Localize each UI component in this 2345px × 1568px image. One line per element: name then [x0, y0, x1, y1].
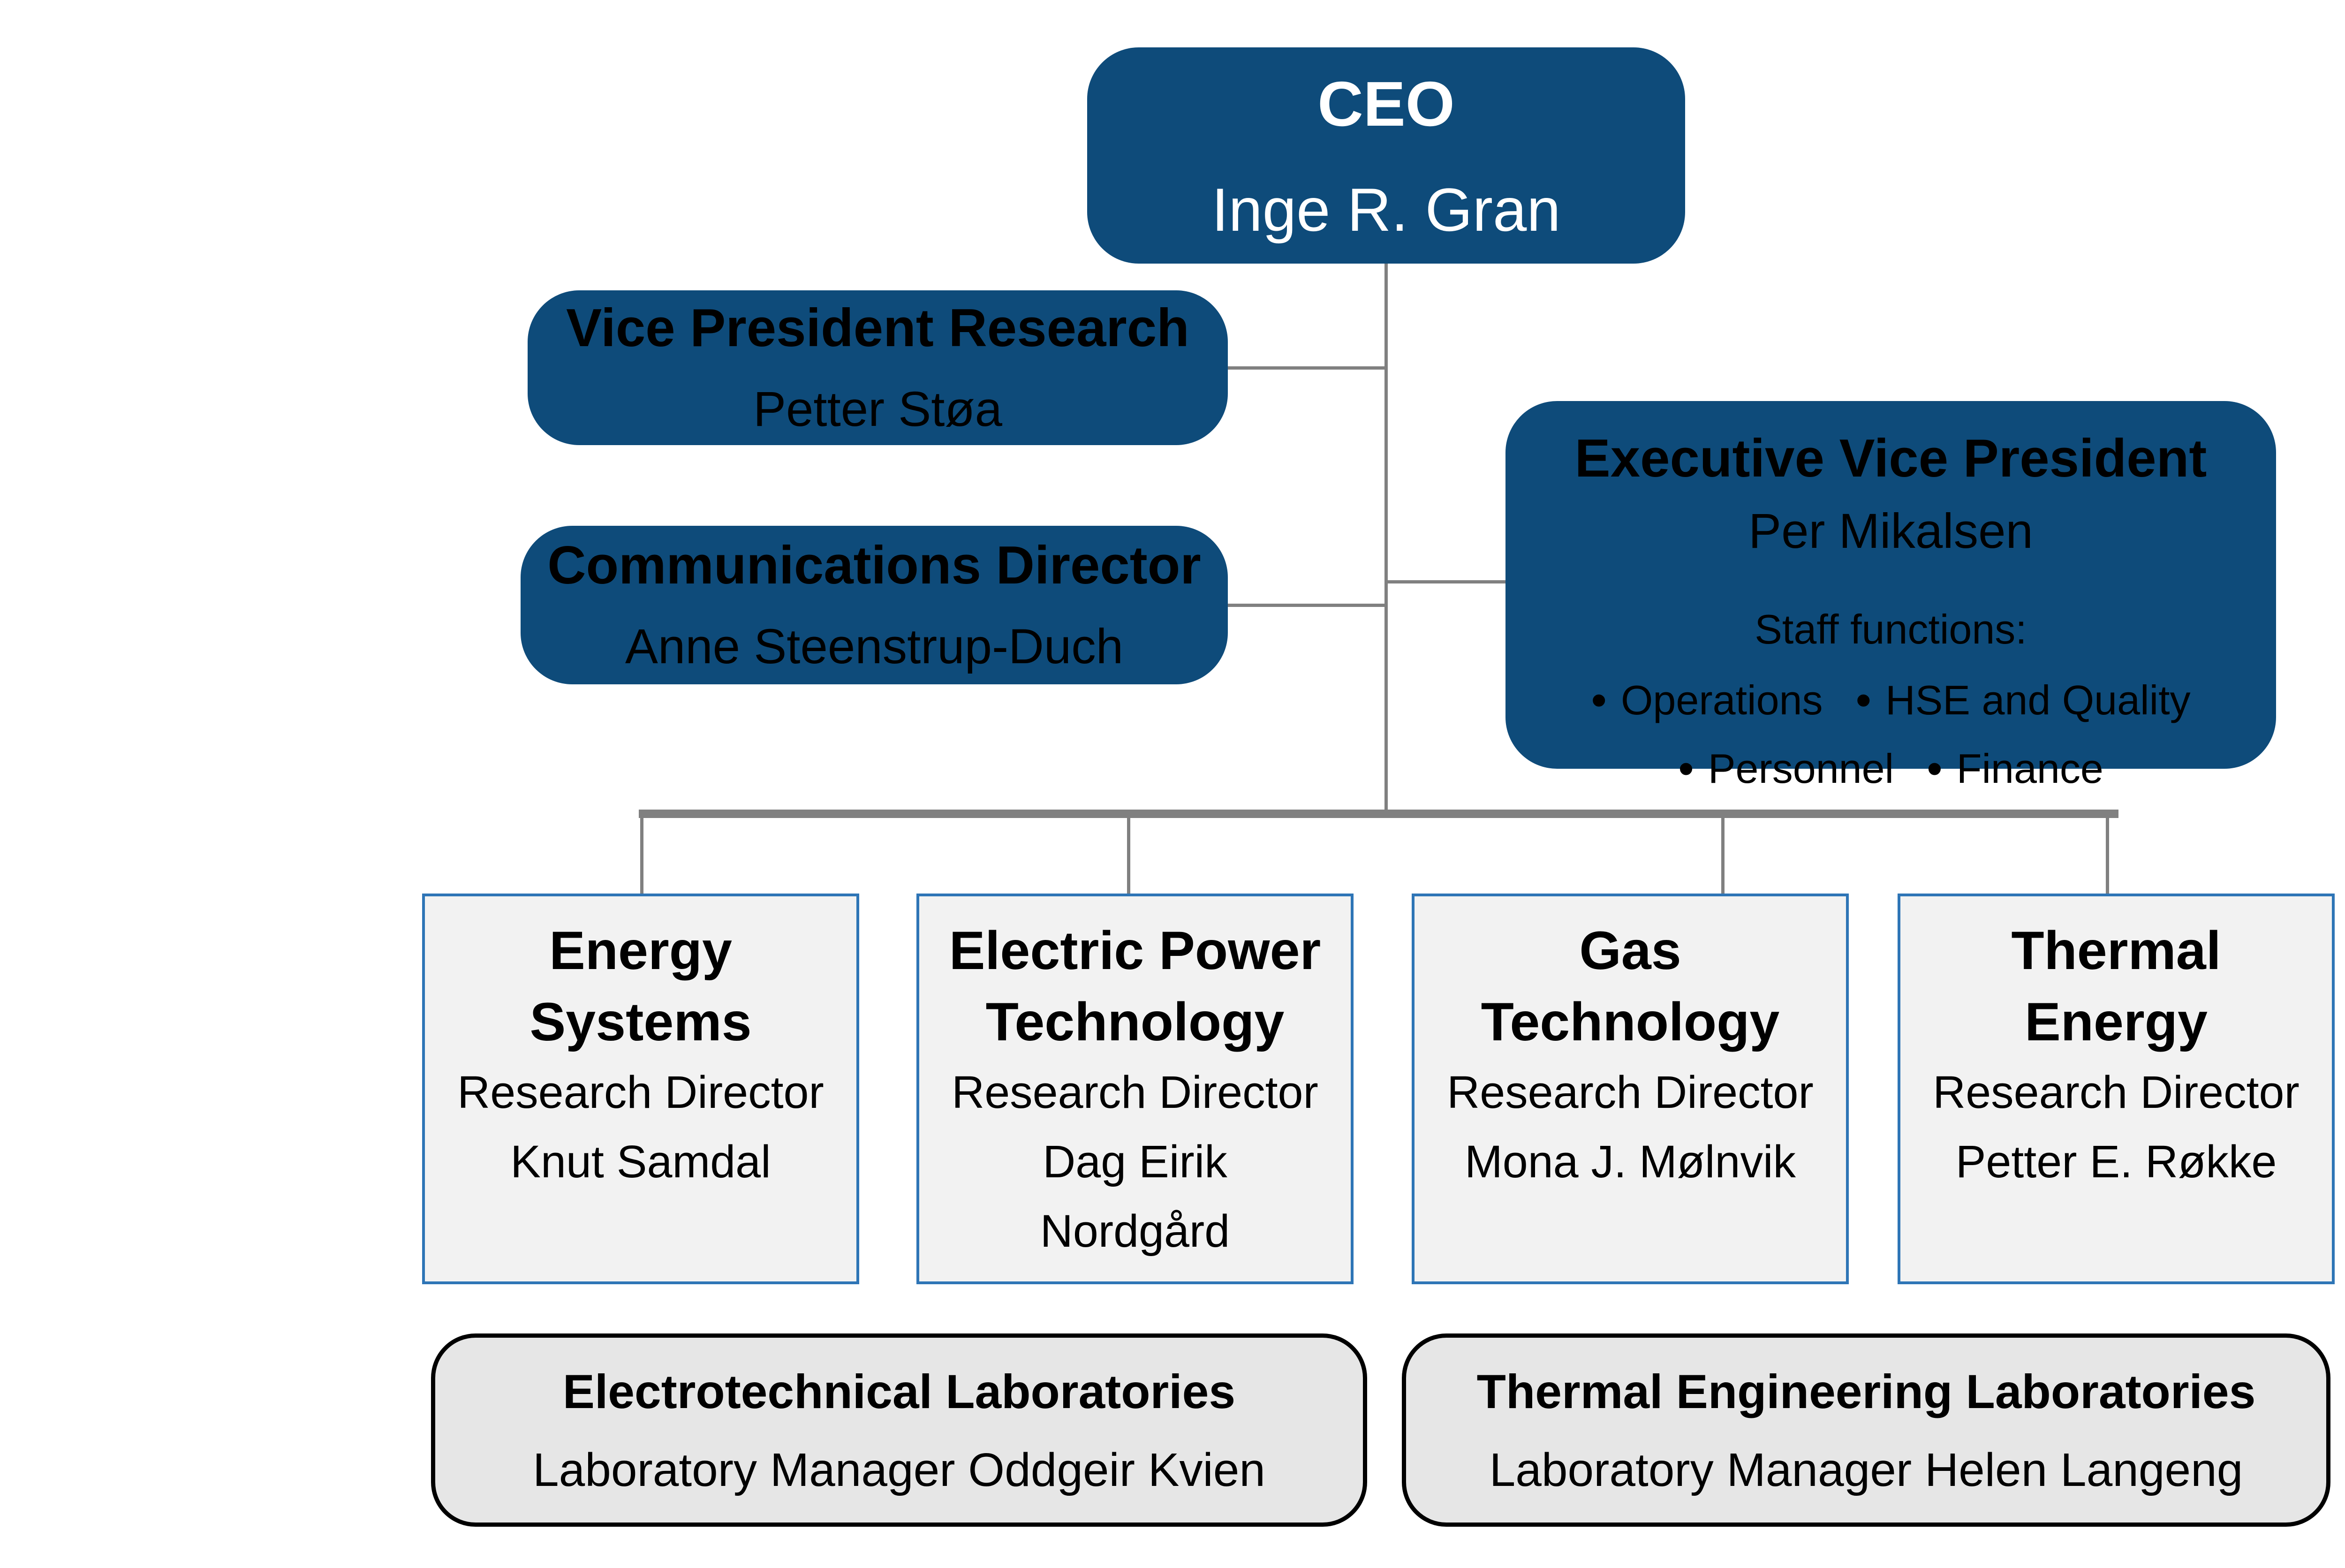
- staff-item-hse-quality: • HSE and Quality: [1855, 677, 2190, 724]
- connector-communications: [1228, 604, 1387, 607]
- bullet-icon: •: [1678, 743, 1694, 794]
- dept-thermal-energy-role: Research Director: [1933, 1067, 2300, 1118]
- connector-drop-thermal-energy: [2106, 818, 2109, 894]
- evp-staff-row-2: • Personnel • Finance: [1678, 745, 2103, 792]
- lab-thermal-engineering-manager: Laboratory Manager Helen Langeng: [1489, 1443, 2243, 1496]
- connector-evp: [1386, 580, 1505, 583]
- dept-thermal-energy-name: Petter E. Røkke: [1955, 1136, 2277, 1187]
- bullet-icon: •: [1591, 675, 1607, 725]
- bullet-icon: •: [1855, 675, 1872, 725]
- dept-gas-technology-name: Mona J. Mølnvik: [1464, 1136, 1796, 1187]
- dept-energy-systems-role: Research Director: [457, 1067, 824, 1118]
- dept-gas-technology-box: Gas Technology Research Director Mona J.…: [1412, 894, 1849, 1284]
- connector-ceo-vertical: [1384, 264, 1388, 813]
- evp-box: Executive Vice President Per Mikalsen St…: [1505, 401, 2276, 792]
- dept-energy-systems-name: Knut Samdal: [510, 1136, 771, 1187]
- communications-name: Anne Steenstrup-Duch: [625, 619, 1124, 674]
- communications-title: Communications Director: [547, 536, 1201, 595]
- connector-distribution-bar: [639, 810, 2118, 818]
- dept-thermal-energy-box: Thermal Energy Research Director Petter …: [1898, 894, 2335, 1284]
- evp-staff-heading: Staff functions:: [1755, 606, 2027, 652]
- staff-label-personnel: Personnel: [1708, 745, 1894, 792]
- lab-thermal-engineering-box: Thermal Engineering Laboratories Laborat…: [1402, 1333, 2330, 1527]
- staff-label-finance: Finance: [1956, 745, 2103, 792]
- staff-item-finance: • Finance: [1927, 745, 2103, 792]
- dept-electric-power-title: Electric Power Technology: [949, 921, 1321, 1052]
- bullet-icon: •: [1927, 743, 1943, 794]
- staff-label-hse-quality: HSE and Quality: [1885, 677, 2191, 723]
- dept-thermal-energy-title: Thermal Energy: [2011, 921, 2221, 1052]
- staff-label-operations: Operations: [1620, 677, 1823, 723]
- staff-item-personnel: • Personnel: [1678, 745, 1894, 792]
- lab-electrotechnical-box: Electrotechnical Laboratories Laboratory…: [431, 1333, 1367, 1527]
- connector-vp-research: [1228, 366, 1387, 370]
- evp-title: Executive Vice President: [1574, 429, 2207, 488]
- staff-item-operations: • Operations: [1591, 677, 1823, 724]
- lab-thermal-engineering-title: Thermal Engineering Laboratories: [1476, 1364, 2256, 1418]
- vp-research-title: Vice President Research: [566, 298, 1189, 358]
- connector-drop-electric-power: [1127, 818, 1130, 894]
- lab-electrotechnical-title: Electrotechnical Laboratories: [562, 1364, 1236, 1418]
- dept-energy-systems-box: Energy Systems Research Director Knut Sa…: [422, 894, 859, 1284]
- dept-electric-power-name: Dag Eirik Nordgård: [1040, 1136, 1230, 1257]
- ceo-title: CEO: [1317, 68, 1455, 139]
- ceo-name: Inge R. Gran: [1211, 175, 1561, 244]
- dept-electric-power-box: Electric Power Technology Research Direc…: [916, 894, 1354, 1284]
- connector-drop-gas-technology: [1721, 818, 1725, 894]
- evp-name: Per Mikalsen: [1748, 504, 2033, 559]
- ceo-box: CEO Inge R. Gran: [1087, 47, 1685, 264]
- vp-research-name: Petter Støa: [753, 382, 1003, 437]
- dept-gas-technology-title: Gas Technology: [1481, 921, 1780, 1052]
- dept-gas-technology-role: Research Director: [1447, 1067, 1814, 1118]
- vp-research-box: Vice President Research Petter Støa: [528, 290, 1228, 445]
- connector-drop-energy-systems: [640, 818, 643, 894]
- communications-box: Communications Director Anne Steenstrup-…: [521, 526, 1228, 684]
- evp-staff-row-1: • Operations • HSE and Quality: [1591, 677, 2190, 724]
- dept-energy-systems-title: Energy Systems: [530, 921, 752, 1052]
- lab-electrotechnical-manager: Laboratory Manager Oddgeir Kvien: [532, 1443, 1265, 1496]
- dept-electric-power-role: Research Director: [952, 1067, 1318, 1118]
